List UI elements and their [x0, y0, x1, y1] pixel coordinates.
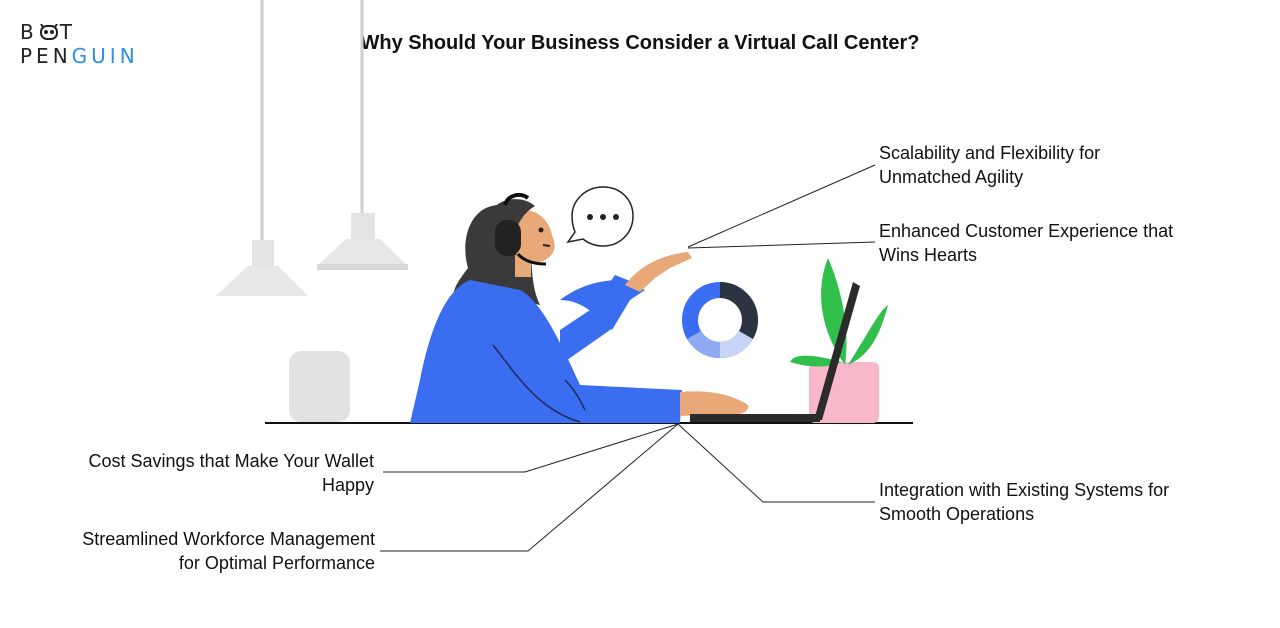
- benefit-cost-savings: Cost Savings that Make Your Wallet Happy: [40, 449, 374, 497]
- logo-guin: GUIN: [71, 44, 139, 68]
- benefit-line: Streamlined Workforce Management: [82, 529, 375, 549]
- logo-pen: PEN: [20, 44, 72, 68]
- benefit-workforce-management: Streamlined Workforce Management for Opt…: [40, 527, 375, 575]
- benefit-scalability: Scalability and Flexibility for Unmatche…: [879, 141, 1100, 189]
- benefit-line: Happy: [321, 475, 374, 495]
- owl-icon: [39, 24, 58, 40]
- hanging-lamp-left: [216, 0, 308, 296]
- page-title: Why Should Your Business Consider a Virt…: [360, 32, 920, 54]
- benefit-integration: Integration with Existing Systems for Sm…: [879, 478, 1169, 526]
- logo-line-1: B T: [20, 20, 139, 44]
- connector-lines: [380, 164, 876, 552]
- logo-letter-t: T: [59, 20, 76, 44]
- speech-bubble-icon: [566, 186, 634, 247]
- benefit-line: Wins Hearts: [879, 245, 978, 265]
- benefit-line: Enhanced Customer Experience that: [879, 221, 1174, 241]
- agent-woman: [410, 192, 749, 423]
- benefit-line: Integration with Existing Systems for: [879, 480, 1170, 500]
- benefit-line: Unmatched Agility: [879, 167, 1024, 187]
- benefit-line: Cost Savings that Make Your Wallet: [88, 451, 374, 471]
- hanging-lamp-right: [317, 0, 408, 270]
- speaker-device: [289, 351, 350, 422]
- benefit-line: Scalability and Flexibility for: [879, 143, 1101, 163]
- benefit-line: for Optimal Performance: [178, 553, 375, 573]
- benefit-line: Smooth Operations: [879, 504, 1035, 524]
- benefit-customer-experience: Enhanced Customer Experience that Wins H…: [879, 219, 1173, 267]
- logo-letter-b: B: [20, 20, 38, 44]
- donut-chart-icon: [682, 282, 758, 359]
- laptop-icon: [690, 282, 860, 422]
